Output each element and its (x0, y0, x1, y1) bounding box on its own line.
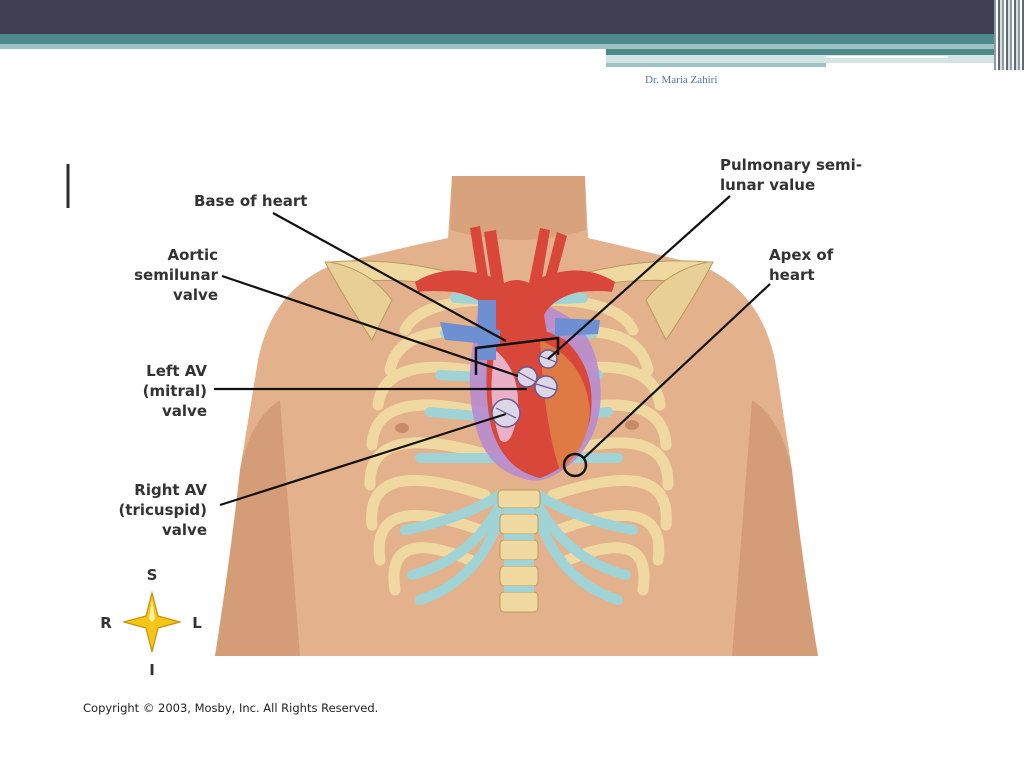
label-tricuspid-2: (tricuspid) (118, 501, 207, 519)
header-accent-stripe-right (606, 49, 1000, 55)
ribcage (364, 293, 674, 605)
orientation-compass-icon (121, 590, 183, 653)
label-aortic-2: semilunar (134, 266, 218, 284)
header-accent-line (826, 56, 948, 58)
header-accent-stripe (0, 34, 1000, 44)
label-pulmonary-2: lunar value (720, 176, 815, 194)
leader-lines (214, 195, 771, 507)
label-pulmonary-1: Pulmonary semi- (720, 156, 862, 174)
apex-marker (562, 452, 588, 478)
copyright-notice: Copyright © 2003, Mosby, Inc. All Rights… (83, 701, 379, 715)
author-name: Dr. Maria Zahiri (645, 74, 718, 86)
label-apex-1: Apex of (769, 246, 834, 264)
header-vertical-stripes (994, 0, 1024, 70)
label-mitral-3: valve (162, 402, 207, 420)
label-aortic-3: valve (173, 286, 218, 304)
label-mitral-2: (mitral) (143, 382, 207, 400)
label-base-of-heart: Base of heart (194, 192, 307, 210)
compass-right: R (100, 614, 112, 632)
header-accent-stripe-pale (606, 55, 1000, 63)
label-tricuspid-3: valve (162, 521, 207, 539)
slide-title-fragment (66, 164, 70, 208)
header-accent-stripe-light (0, 44, 1000, 49)
label-mitral-1: Left AV (146, 362, 207, 380)
label-aortic-1: Aortic (167, 246, 218, 264)
compass-superior: S (147, 566, 158, 584)
label-tricuspid-1: Right AV (134, 481, 207, 499)
label-apex-2: heart (769, 266, 815, 284)
compass-inferior: I (149, 661, 155, 679)
compass-left: L (192, 614, 202, 632)
header-accent-stripe-short (606, 63, 826, 67)
slide-header-bar (0, 0, 1024, 34)
spine (497, 489, 541, 613)
